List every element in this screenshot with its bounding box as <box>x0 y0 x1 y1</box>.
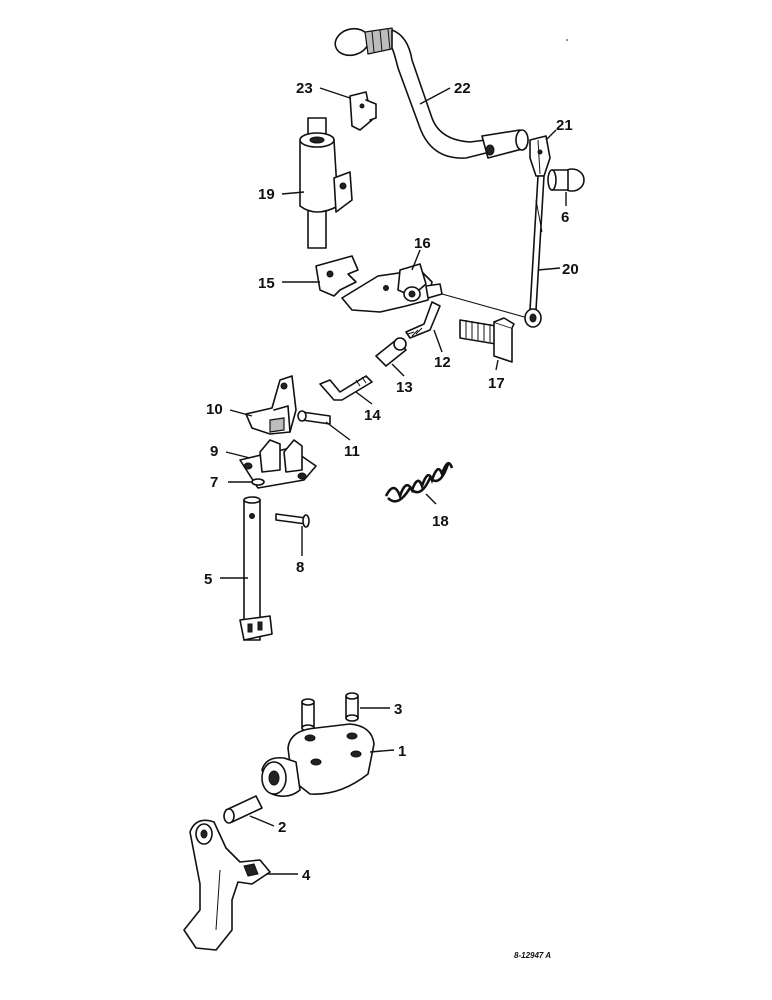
callout-14: 14 <box>364 407 381 424</box>
part-21-clevis <box>529 135 551 177</box>
callout-15: 15 <box>258 275 275 292</box>
part-22-shift-lever <box>334 27 529 159</box>
part-5-shifter-shaft <box>239 496 273 641</box>
part-17-bolt <box>459 317 515 363</box>
part-12-threaded-rod <box>405 301 441 339</box>
callout-7: 7 <box>210 474 218 491</box>
part-18-spring <box>384 461 454 503</box>
part-2-pin <box>223 795 263 824</box>
callout-labels: 23 22 21 6 19 16 15 20 12 17 13 14 11 10… <box>204 80 579 884</box>
part-16-housing <box>341 263 443 313</box>
callout-22: 22 <box>454 80 471 97</box>
callout-16: 16 <box>414 235 431 252</box>
part-9-mounting-plate <box>239 439 317 489</box>
part-13-sleeve <box>375 337 407 367</box>
callout-6: 6 <box>561 209 569 226</box>
callout-9: 9 <box>210 443 218 460</box>
callout-19: 19 <box>258 186 275 203</box>
callout-2: 2 <box>278 819 286 836</box>
part-6-clevis-pin <box>547 168 585 192</box>
callout-8: 8 <box>296 559 304 576</box>
callout-20: 20 <box>562 261 579 278</box>
callout-5: 5 <box>204 571 212 588</box>
part-15-plate <box>315 255 359 297</box>
speck-mark <box>566 39 568 41</box>
callout-11: 11 <box>344 443 360 460</box>
drawing-reference: 8-12947 A <box>514 951 551 960</box>
part-8-pin <box>275 513 310 528</box>
part-23-bracket <box>349 91 377 131</box>
callout-13: 13 <box>396 379 413 396</box>
part-1-housing <box>261 723 375 798</box>
callout-10: 10 <box>206 401 223 418</box>
callout-23: 23 <box>296 80 313 97</box>
part-10-fork-block <box>245 375 297 435</box>
part-4-shift-fork <box>183 819 271 951</box>
callout-3: 3 <box>394 701 402 718</box>
part-20-shift-rod <box>524 175 545 328</box>
callout-12: 12 <box>434 354 451 371</box>
part-3-dowel-pins <box>301 692 359 732</box>
callout-17: 17 <box>488 375 505 392</box>
part-7-washer <box>251 478 265 486</box>
callout-1: 1 <box>398 743 406 760</box>
part-14-l-rod <box>319 375 373 401</box>
part-11-pin <box>297 410 331 425</box>
callout-18: 18 <box>432 513 449 530</box>
callout-4: 4 <box>302 867 311 884</box>
part-19-shaft-block <box>299 117 353 249</box>
leader-lines <box>220 87 567 875</box>
callout-21: 21 <box>556 117 573 134</box>
